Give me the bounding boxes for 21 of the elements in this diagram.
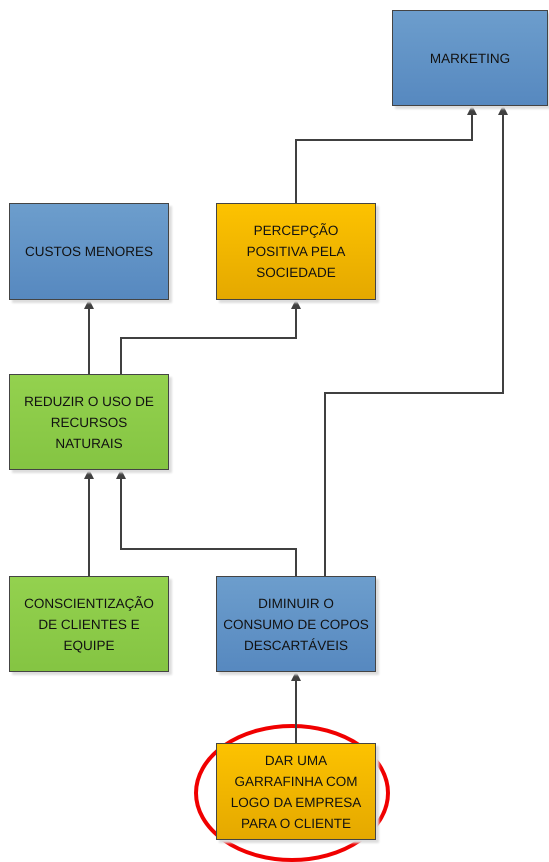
process-box [392, 10, 548, 106]
process-box [9, 374, 169, 470]
box-label: MARKETING [430, 50, 510, 68]
arrow [291, 671, 301, 743]
box-label: CONSCIENTIZAÇÃO DE CLIENTES E EQUIPE [23, 594, 155, 654]
box-label: DAR UMA GARRAFINHA COM LOGO DA EMPRESA PARA O CLIENTE [230, 752, 362, 832]
arrow [295, 105, 477, 203]
box-label: PERCEPÇÃO POSITIVA PELA SOCIEDADE [246, 222, 346, 282]
arrow [84, 469, 94, 576]
box-label: REDUZIR O USO DE RECURSOS NATURAIS [23, 392, 155, 452]
process-box [216, 743, 376, 840]
process-box [9, 203, 169, 300]
process-box [9, 576, 169, 672]
process-box [216, 203, 376, 300]
arrow [116, 469, 297, 576]
process-box [216, 576, 376, 672]
box-label: DIMINUIR O CONSUMO DE COPOS DESCARTÁVEIS [223, 594, 369, 654]
arrow [120, 299, 301, 374]
arrow [84, 299, 94, 374]
arrow [324, 105, 508, 576]
box-label: CUSTOS MENORES [24, 243, 154, 261]
